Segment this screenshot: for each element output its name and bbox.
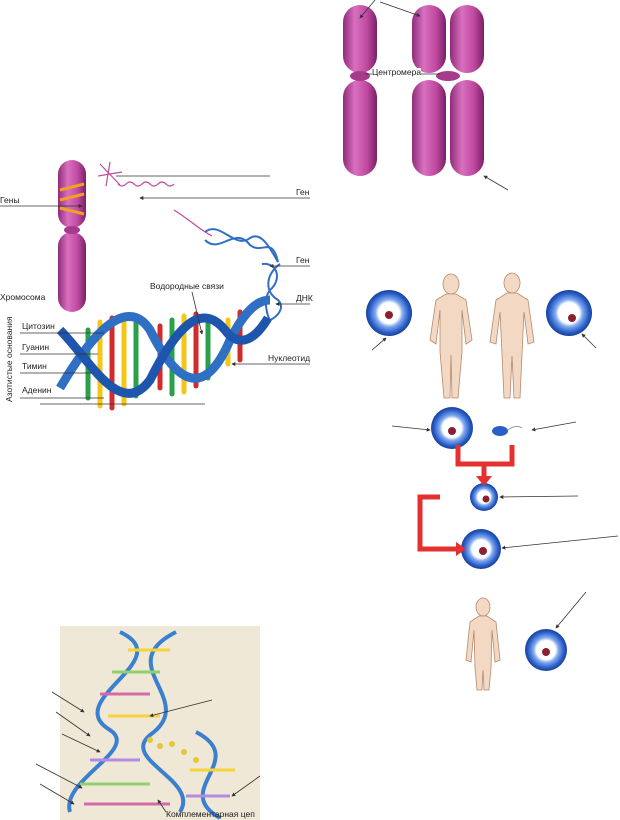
centromere-label: Центромера xyxy=(372,67,422,77)
dna-label: ДНК xyxy=(296,293,313,303)
gene-dna-pointer-lines xyxy=(116,175,310,306)
chromosome-pair-illustration xyxy=(343,5,484,176)
cell-scheme xyxy=(366,290,592,671)
large-dna-helix xyxy=(56,295,272,411)
chromatin-thread xyxy=(97,161,213,237)
genes-label: Гены xyxy=(0,195,20,205)
guanine-label: Гуанин xyxy=(22,342,50,352)
chromosome-label: Хромосома xyxy=(0,292,46,302)
nucleotide-label: Нуклеотид xyxy=(268,353,311,363)
thymine-label: Тимин xyxy=(22,361,47,371)
red-arrowhead-2 xyxy=(456,542,466,556)
small-dna-helix xyxy=(204,228,282,321)
red-arrowhead xyxy=(476,476,492,486)
red-process-arrows xyxy=(417,445,515,552)
nitrogen-bases-label: Азотистые основания xyxy=(4,316,14,402)
adenine-label: Аденин xyxy=(22,385,52,395)
complementary-chain-label: Комплементарная цеп xyxy=(166,809,255,819)
gene-top-label: Ген xyxy=(296,187,310,197)
large-helix-pointer-lines xyxy=(20,291,310,405)
hydrogen-bonds-label: Водородные связи xyxy=(150,281,224,291)
gene-mid-label: Ген xyxy=(296,255,310,265)
cell-scheme-pointer-lines xyxy=(371,333,619,629)
single-chromosome xyxy=(58,160,86,312)
cytosine-label: Цитозин xyxy=(22,321,55,331)
human-figures xyxy=(429,272,535,691)
replicating-dna xyxy=(60,626,260,820)
replicating-dna-pointer-lines xyxy=(35,691,261,813)
